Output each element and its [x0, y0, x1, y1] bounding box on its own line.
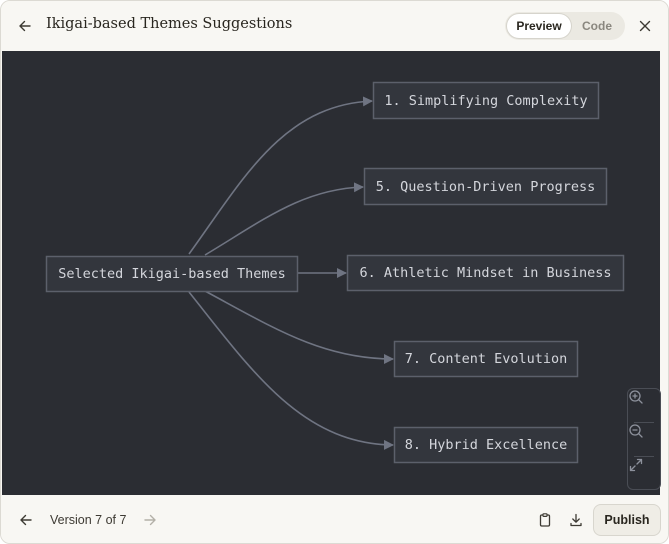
node-root-label: Selected Ikigai-based Themes — [58, 266, 286, 282]
zoom-out-icon — [629, 424, 643, 438]
next-version-button[interactable] — [136, 506, 164, 534]
previous-version-button[interactable] — [12, 506, 40, 534]
node-8: 8. Hybrid Excellence — [393, 426, 579, 464]
edge-5 — [188, 291, 394, 450]
download-button[interactable] — [562, 506, 590, 534]
node-5: 5. Question-Driven Progress — [363, 167, 608, 206]
edge-4 — [204, 290, 394, 364]
preview-tab[interactable]: Preview — [507, 14, 571, 38]
expand-icon — [629, 458, 643, 472]
zoom-in-button[interactable] — [628, 389, 660, 422]
arrow-left-icon — [20, 514, 32, 526]
footer: Version 7 of 7 Publish — [1, 495, 668, 543]
node-6: 6. Athletic Mindset in Business — [346, 254, 625, 292]
copy-button[interactable] — [531, 506, 559, 534]
node-1-label: 1. Simplifying Complexity — [384, 93, 587, 109]
page-title: Ikigai-based Themes Suggestions — [46, 16, 293, 32]
node-root: Selected Ikigai-based Themes — [45, 255, 299, 293]
node-8-label: 8. Hybrid Excellence — [405, 437, 568, 453]
zoom-controls — [627, 388, 661, 490]
version-label: Version 7 of 7 — [50, 513, 127, 527]
node-5-label: 5. Question-Driven Progress — [376, 179, 595, 195]
node-7-label: 7. Content Evolution — [405, 351, 568, 367]
mindmap-diagram: Selected Ikigai-based Themes 1. Simplify… — [45, 81, 625, 464]
edge-2 — [204, 182, 364, 256]
node-1: 1. Simplifying Complexity — [372, 81, 600, 120]
node-7: 7. Content Evolution — [393, 340, 579, 378]
code-tab[interactable]: Code — [582, 19, 612, 33]
arrow-right-icon — [144, 514, 156, 526]
close-button[interactable] — [631, 12, 659, 40]
node-6-label: 6. Athletic Mindset in Business — [360, 265, 612, 281]
edge-1 — [188, 96, 373, 255]
download-icon — [570, 513, 582, 527]
view-toggle: Preview Code — [505, 12, 625, 40]
close-icon — [639, 20, 651, 32]
zoom-separator — [634, 422, 654, 423]
back-button[interactable] — [11, 12, 39, 40]
zoom-in-icon — [629, 390, 643, 404]
publish-button[interactable]: Publish — [593, 504, 661, 536]
clipboard-icon — [539, 513, 551, 527]
header: Ikigai-based Themes Suggestions Preview … — [1, 1, 668, 51]
diagram-canvas: Selected Ikigai-based Themes 1. Simplify… — [2, 51, 661, 495]
zoom-separator — [634, 456, 654, 457]
zoom-out-button[interactable] — [628, 423, 660, 456]
arrow-left-icon — [19, 20, 31, 32]
fit-view-button[interactable] — [628, 457, 660, 490]
